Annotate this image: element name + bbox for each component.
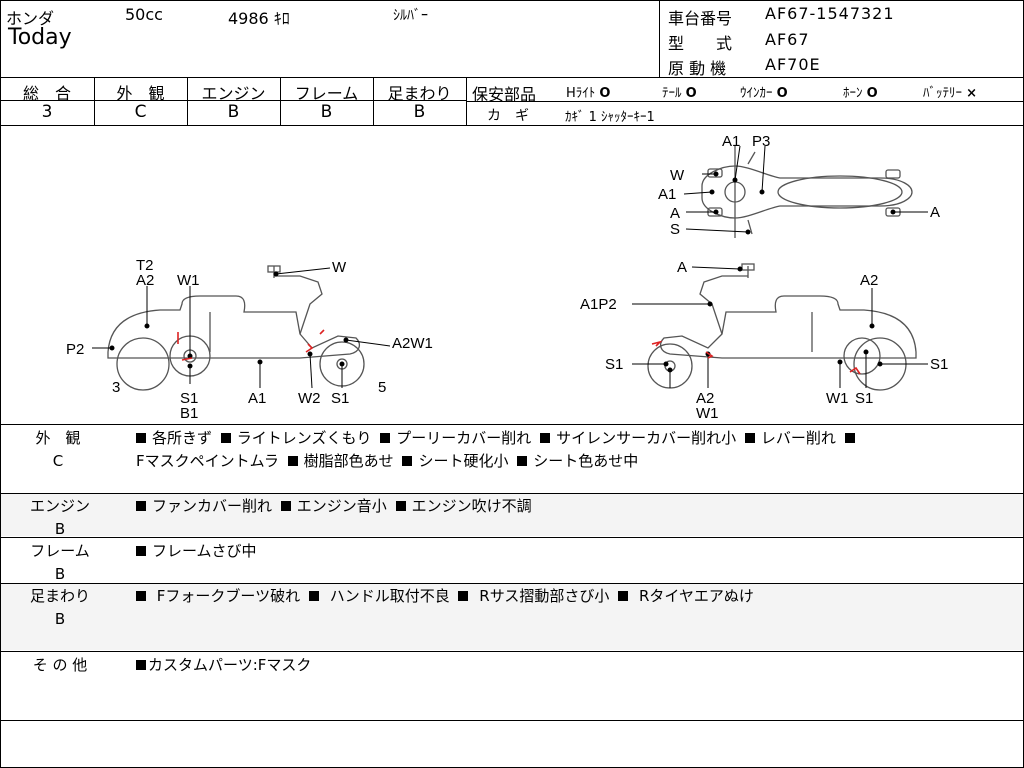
- chassis-label: 車台番号: [668, 9, 733, 28]
- diagram-label: A: [670, 205, 680, 222]
- key-label: カ ギ: [487, 108, 529, 124]
- maker: ホンダ: [6, 9, 55, 28]
- diagram-label: 3: [112, 379, 120, 396]
- diagram-label: S1: [180, 390, 198, 407]
- diagram-label: W1: [177, 272, 200, 289]
- color: ｼﾙﾊﾞｰ: [393, 8, 428, 24]
- diagram-label: S1: [331, 390, 349, 407]
- grade-suspension-label: 足まわり: [387, 84, 452, 103]
- safety-taillight: ﾃｰﾙ O: [662, 86, 697, 101]
- battery-status: ×: [966, 86, 978, 101]
- engine-model-value: AF70E: [765, 55, 821, 74]
- diagram-label: A1: [658, 186, 676, 203]
- grade-frame-value: B: [320, 102, 333, 122]
- grade-exterior-label: 外 観: [116, 84, 165, 103]
- diagram-label: A2: [860, 272, 878, 289]
- model-name: Today: [8, 25, 72, 50]
- mileage: 4986 ｷﾛ: [228, 9, 290, 28]
- grade-engine-label: エンジン: [201, 84, 266, 103]
- diagram-label: W: [670, 167, 685, 184]
- grade-overall-label: 総 合: [22, 84, 71, 103]
- diagram-label: A2W1: [392, 335, 433, 352]
- grade-frame-label: フレーム: [294, 84, 359, 103]
- diagram-label: S1: [605, 356, 623, 373]
- diagram-label: S: [670, 221, 680, 238]
- grade-engine-value: B: [227, 102, 240, 122]
- safety-winker: ｳｲﾝｶｰ O: [740, 86, 788, 101]
- diagram-label: W1: [696, 405, 719, 422]
- key-value: ｶｷﾞ 1 ｼｬｯﾀｰｷｰ1: [565, 110, 655, 125]
- winker-status: O: [776, 86, 788, 101]
- horn-status: O: [866, 86, 878, 101]
- diagram-label: P2: [66, 341, 84, 358]
- diagram-label: A1P2: [580, 296, 617, 313]
- taillight-status: O: [685, 86, 697, 101]
- headlight-status: O: [599, 86, 611, 101]
- diagram-label: T2: [136, 257, 154, 274]
- note-engine-items: ファンカバー削れ エンジン音小 エンジン吹け不調: [136, 495, 532, 518]
- safety-parts-label: 保安部品: [472, 85, 537, 104]
- diagram-label: A1: [248, 390, 266, 407]
- diagram-label: S1: [930, 356, 948, 373]
- top-view-scooter: [701, 146, 913, 238]
- diagram-label: W2: [298, 390, 321, 407]
- diagram-label: B1: [180, 405, 198, 422]
- type-label: 型 式: [668, 34, 733, 53]
- note-exterior-items: 各所きず ライトレンズくもり プーリーカバー削れ サイレンサーカバー削れ小 レバ…: [136, 427, 861, 473]
- diagram-label: A1: [722, 133, 740, 150]
- damage-diagram: A1 P3 W A1 A S A T2 A2 W1 W P2 A2W1 3 S1…: [66, 133, 948, 422]
- diagram-label: 5: [378, 379, 386, 396]
- diagram-label: W: [332, 259, 347, 276]
- diagram-label: P3: [752, 133, 770, 150]
- grade-suspension-value: B: [413, 102, 426, 122]
- displacement: 50cc: [125, 5, 163, 24]
- diagram-label: A: [677, 259, 687, 276]
- left-view-scooter: [107, 265, 365, 391]
- diagram-label: A2: [136, 272, 154, 289]
- type-value: AF67: [765, 30, 810, 49]
- note-other-label: そ の 他: [32, 656, 88, 674]
- grade-exterior-value: C: [134, 102, 147, 122]
- engine-model-label: 原 動 機: [668, 59, 727, 78]
- diagram-label: A: [930, 204, 940, 221]
- note-frame-items: フレームさび中: [136, 540, 257, 563]
- chassis-number: AF67-1547321: [765, 4, 895, 23]
- diagram-label: S1: [855, 390, 873, 407]
- grade-overall-value: 3: [41, 102, 53, 122]
- diagram-label: W1: [826, 390, 849, 407]
- note-other-items: カスタムパーツ:Fマスク: [136, 654, 311, 677]
- safety-horn: ﾎｰﾝ O: [843, 86, 878, 101]
- note-suspension-items: Fフォークブーツ破れ ハンドル取付不良 Rサス摺動部さび小 Rタイヤエアぬけ: [136, 585, 754, 608]
- safety-headlight: Hﾗｲﾄ O: [566, 86, 611, 101]
- safety-battery: ﾊﾞｯﾃﾘｰ ×: [923, 86, 978, 101]
- diagram-label: A2: [696, 390, 714, 407]
